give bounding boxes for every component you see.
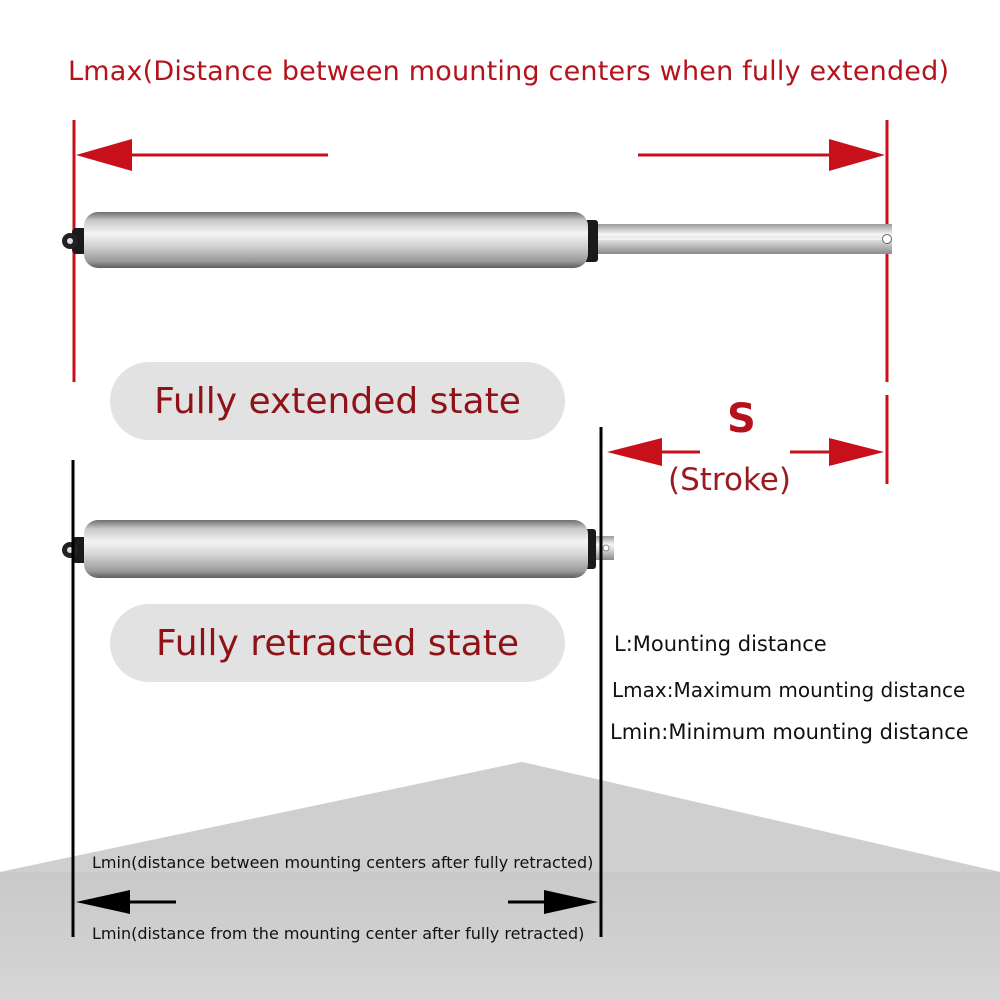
lmin-right-arrow [508, 890, 598, 914]
lmax-title: Lmax(Distance between mounting centers w… [68, 56, 950, 87]
floor-highlight [0, 762, 1000, 872]
actuator-retracted [62, 520, 614, 578]
retracted-state-pill: Fully retracted state [110, 604, 565, 682]
extended-state-pill: Fully extended state [110, 362, 565, 440]
legend-mounting-distance: L:Mounting distance [614, 632, 827, 656]
lmax-left-arrow [76, 139, 328, 171]
extended-state-label: Fully extended state [154, 380, 521, 422]
stroke-right-arrow [790, 438, 884, 466]
legend-min-mounting-distance: Lmin:Minimum mounting distance [610, 720, 969, 744]
retracted-state-label: Fully retracted state [156, 622, 519, 664]
stroke-symbol: S [727, 396, 756, 442]
lmin-left-arrow [76, 890, 176, 914]
lmin-from-label: Lmin(distance from the mounting center a… [92, 924, 585, 943]
actuator-extended [62, 212, 892, 268]
stroke-label: (Stroke) [668, 462, 791, 498]
legend-max-mounting-distance: Lmax:Maximum mounting distance [612, 678, 966, 702]
lmax-right-arrow [638, 139, 885, 171]
lmin-between-label: Lmin(distance between mounting centers a… [92, 853, 594, 872]
stroke-left-arrow [607, 438, 700, 466]
